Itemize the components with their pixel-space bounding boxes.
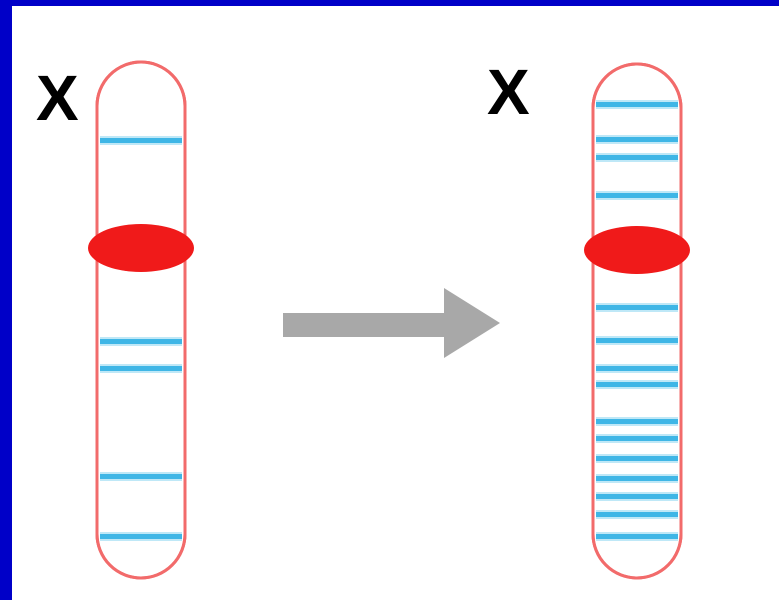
right-chromosome-band <box>596 494 678 499</box>
left-chromosome-band <box>100 366 182 371</box>
right-chromosome-band <box>596 338 678 343</box>
right-chromosome-band <box>596 305 678 310</box>
right-chromosome-outline <box>591 62 683 252</box>
left-chromosome-centromere <box>88 224 194 272</box>
right-chromosome-band <box>596 436 678 441</box>
right-chromosome-band <box>596 382 678 387</box>
right-chromosome-label: X <box>487 56 530 128</box>
right-chromosome-band <box>596 419 678 424</box>
right-chromosome-band <box>596 155 678 160</box>
arrow-head <box>444 288 500 358</box>
right-chromosome-band <box>596 137 678 142</box>
left-chromosome-outline <box>95 246 187 580</box>
left-chromosome-lower-arm <box>95 246 187 580</box>
left-chromosome-label: X <box>36 62 79 134</box>
right-chromosome-band <box>596 102 678 107</box>
right-chromosome-band <box>596 476 678 481</box>
right-chromosome <box>584 62 690 580</box>
arrow-shaft <box>283 313 449 337</box>
right-chromosome-centromere <box>584 226 690 274</box>
right-chromosome-outline <box>591 248 683 580</box>
left-chromosome-upper-arm <box>95 60 187 250</box>
left-chromosome-band <box>100 339 182 344</box>
right-chromosome-band <box>596 512 678 517</box>
left-chromosome-band <box>100 138 182 143</box>
left-chromosome-outline <box>95 60 187 250</box>
right-chromosome-band <box>596 456 678 461</box>
right-chromosome-lower-arm <box>591 248 683 580</box>
right-chromosome-band <box>596 366 678 371</box>
right-chromosome-band <box>596 193 678 198</box>
right-chromosome-band <box>596 534 678 539</box>
chromosome-diagram <box>88 60 690 580</box>
arrow-right-icon <box>283 288 500 358</box>
left-chromosome-band <box>100 534 182 539</box>
left-chromosome <box>88 60 194 580</box>
left-chromosome-band <box>100 474 182 479</box>
